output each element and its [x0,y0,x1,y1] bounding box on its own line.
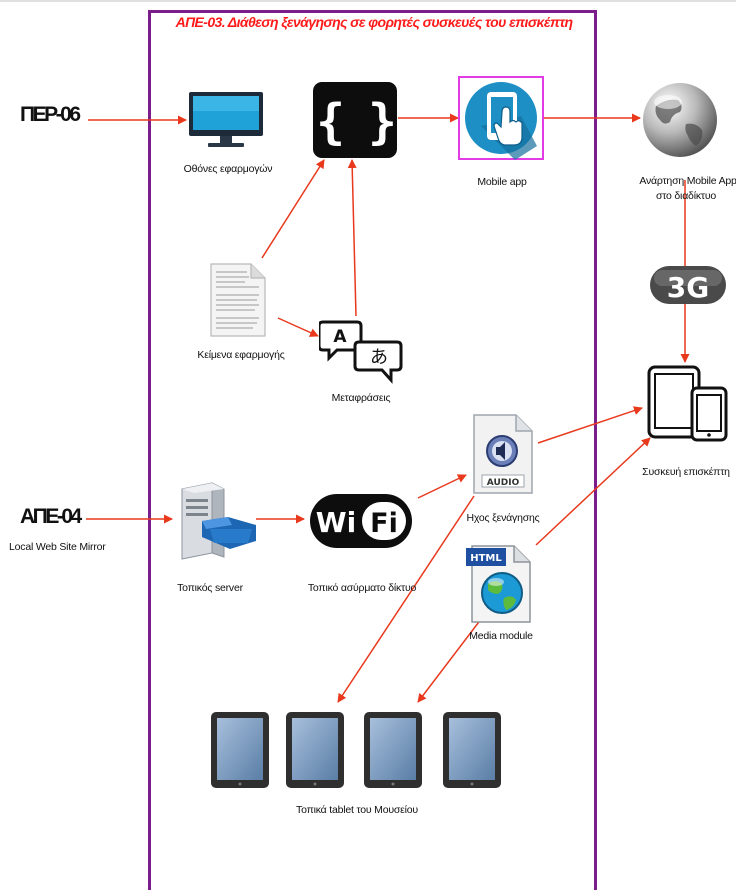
globe-label-line2: στο διαδίκτυο [655,190,717,202]
arrow-html-device [535,437,651,546]
server-icon [181,482,256,560]
arrow-translations-code [347,159,357,317]
mobile-app-icon [458,76,544,160]
translation-icon: A あ [319,320,403,384]
html-file-icon: HTML [466,545,531,623]
arrow-wifi-audio [417,474,467,499]
document-icon [210,263,266,337]
3g-network-icon: 3G [650,266,726,304]
wifi-label: Τοπικό ασύρματο δίκτυο [307,582,417,594]
wifi-wi-text: Wi [316,506,356,539]
top-border [0,0,736,2]
svg-text:{ }: { } [316,94,394,150]
external-ref-ape04-subtitle: Local Web Site Mirror [9,541,106,553]
translations-label: Μεταφράσεις [331,392,391,404]
monitor-label: Οθόνες εφαρμογών [183,163,273,175]
translation-glyph-b: あ [370,347,388,368]
audio-label: Ηχος ξενάγησης [466,512,540,524]
arrow-audio-device [537,406,643,444]
process-frame [148,10,597,890]
wifi-logo-icon: Wi Fi [310,494,412,548]
audio-badge-text: AUDIO [487,478,520,488]
device-label: Συσκευή επισκέπτη [642,466,730,478]
tablets-label: Τοπικά tablet του Μουσείου [296,804,418,816]
monitor-icon [189,92,263,147]
tablet-icon [364,712,422,788]
wifi-fi-text: Fi [370,508,398,539]
server-label: Τοπικός server [177,582,243,594]
external-ref-ape04: ΑΠΕ-04 [20,505,82,528]
arrow-html-tablet [417,609,489,703]
tablet-icon [211,712,269,788]
globe-label-line1: Ανάρτηση Mobile App [639,175,736,187]
external-ref-per06: ΠΕΡ-06 [20,103,81,126]
texts-label: Κείμενα εφαρμογής [197,349,285,361]
arrow-texts-translations [277,317,319,337]
html-label: Media module [469,630,533,642]
diagram-title: ΑΠΕ-03. Διάθεση ξενάγησης σε φορητές συσ… [175,14,573,30]
tablets-group [211,712,501,788]
mobile-devices-icon [647,365,728,442]
translation-glyph-a: A [333,327,347,347]
globe-icon [643,83,717,157]
code-braces-icon: { } [313,82,397,158]
audio-file-icon: AUDIO [473,414,533,494]
mobile-app-label: Mobile app [477,176,527,188]
3g-text: 3G [667,271,709,304]
html-badge-text: HTML [470,553,502,564]
tablet-icon [443,712,501,788]
tablet-icon [286,712,344,788]
arrow-audio-tablet [337,495,475,703]
arrow-texts-code [261,159,325,259]
